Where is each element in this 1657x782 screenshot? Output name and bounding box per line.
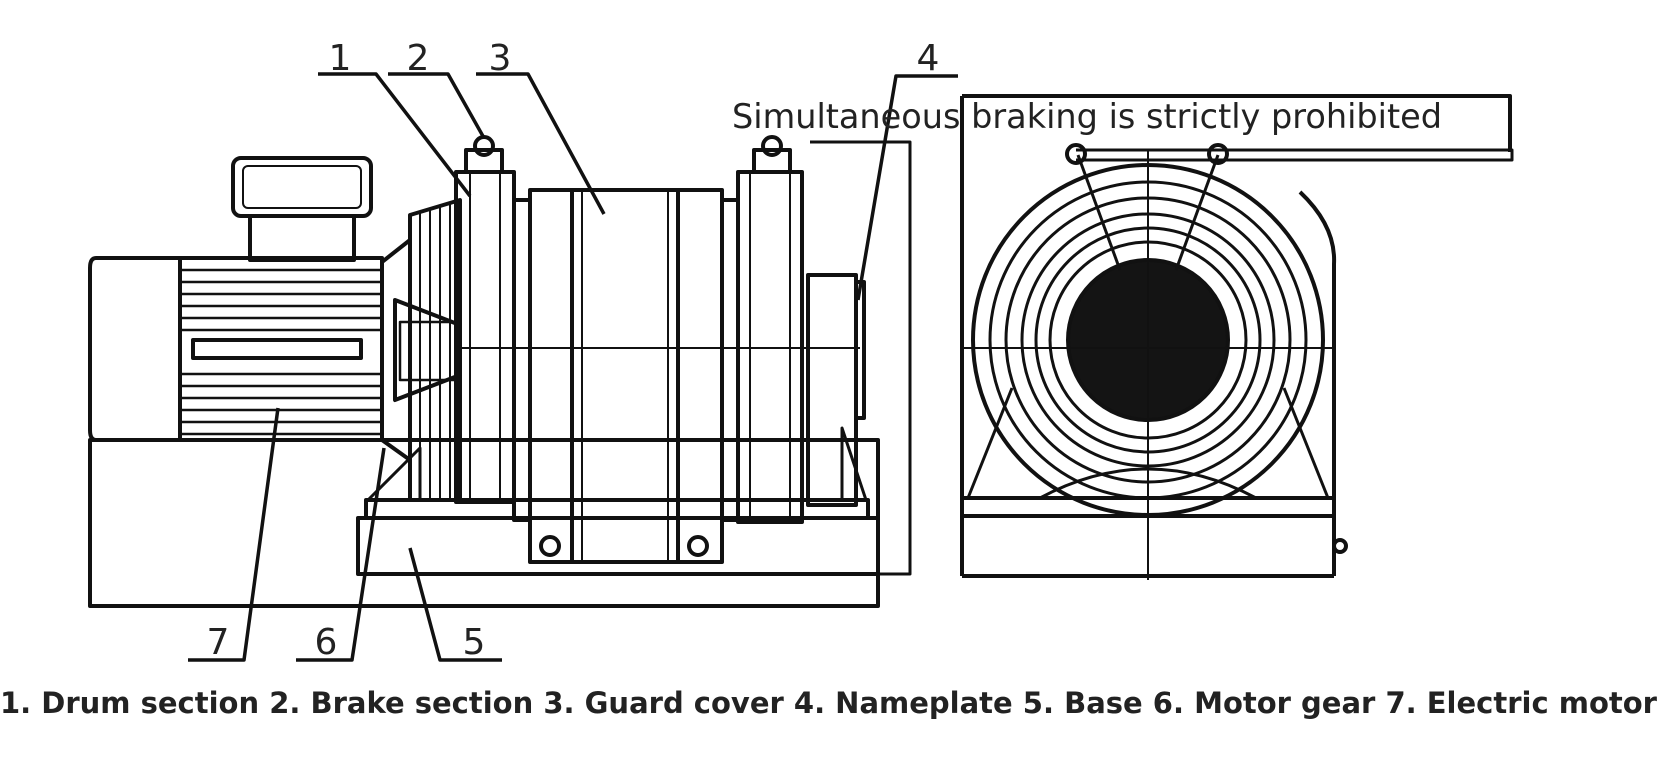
electric-motor [88, 156, 384, 442]
callout-1: 1 [329, 38, 352, 79]
callout-7: 7 [207, 622, 230, 663]
legend-caption: 1. Drum section 2. Brake section 3. Guar… [0, 686, 1657, 720]
callout-2: 2 [407, 38, 430, 79]
callout-5: 5 [463, 622, 486, 663]
nameplate-block [806, 273, 866, 507]
base [88, 140, 912, 608]
winch-diagram: 1 2 3 4 5 6 7 Simultaneous braking is st… [88, 38, 1514, 663]
callout-3: 3 [489, 38, 512, 79]
callout-6: 6 [315, 622, 338, 663]
warning-text: Simultaneous braking is strictly prohibi… [732, 97, 1442, 137]
end-view [960, 94, 1514, 580]
callout-leaders [188, 72, 958, 662]
drum-guard-cover [512, 188, 740, 564]
right-brake [736, 135, 804, 524]
callout-4: 4 [917, 38, 940, 79]
